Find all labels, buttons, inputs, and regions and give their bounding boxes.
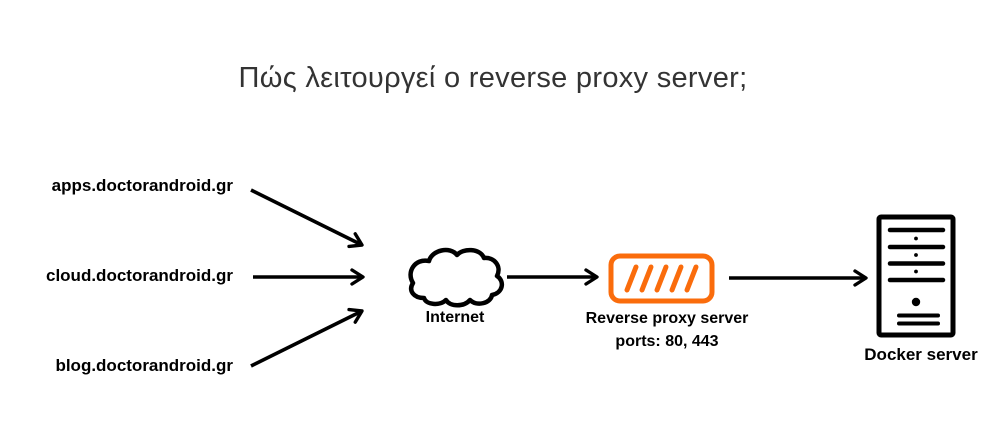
domain-label-blog: blog.doctorandroid.gr bbox=[55, 356, 233, 375]
domain-label-apps: apps.doctorandroid.gr bbox=[51, 176, 233, 195]
server-tower-icon bbox=[876, 214, 956, 338]
internet-label: Internet bbox=[425, 309, 485, 326]
reverse-proxy-label: Reverse proxy server ports: 80, 443 bbox=[557, 307, 777, 353]
reverse-proxy-ports: ports: 80, 443 bbox=[615, 333, 719, 350]
domain-label-cloud: cloud.doctorandroid.gr bbox=[46, 266, 233, 285]
diagram-title: Πώς λειτουργεί ο reverse proxy server; bbox=[238, 62, 748, 94]
reverse-proxy-title: Reverse proxy server bbox=[585, 310, 749, 327]
arrow-apps-to-internet bbox=[250, 188, 364, 249]
slashes-icon bbox=[608, 253, 715, 304]
arrow-blog-to-internet bbox=[250, 307, 364, 368]
docker-server-label: Docker server bbox=[864, 345, 978, 364]
cloud-icon bbox=[408, 247, 505, 308]
